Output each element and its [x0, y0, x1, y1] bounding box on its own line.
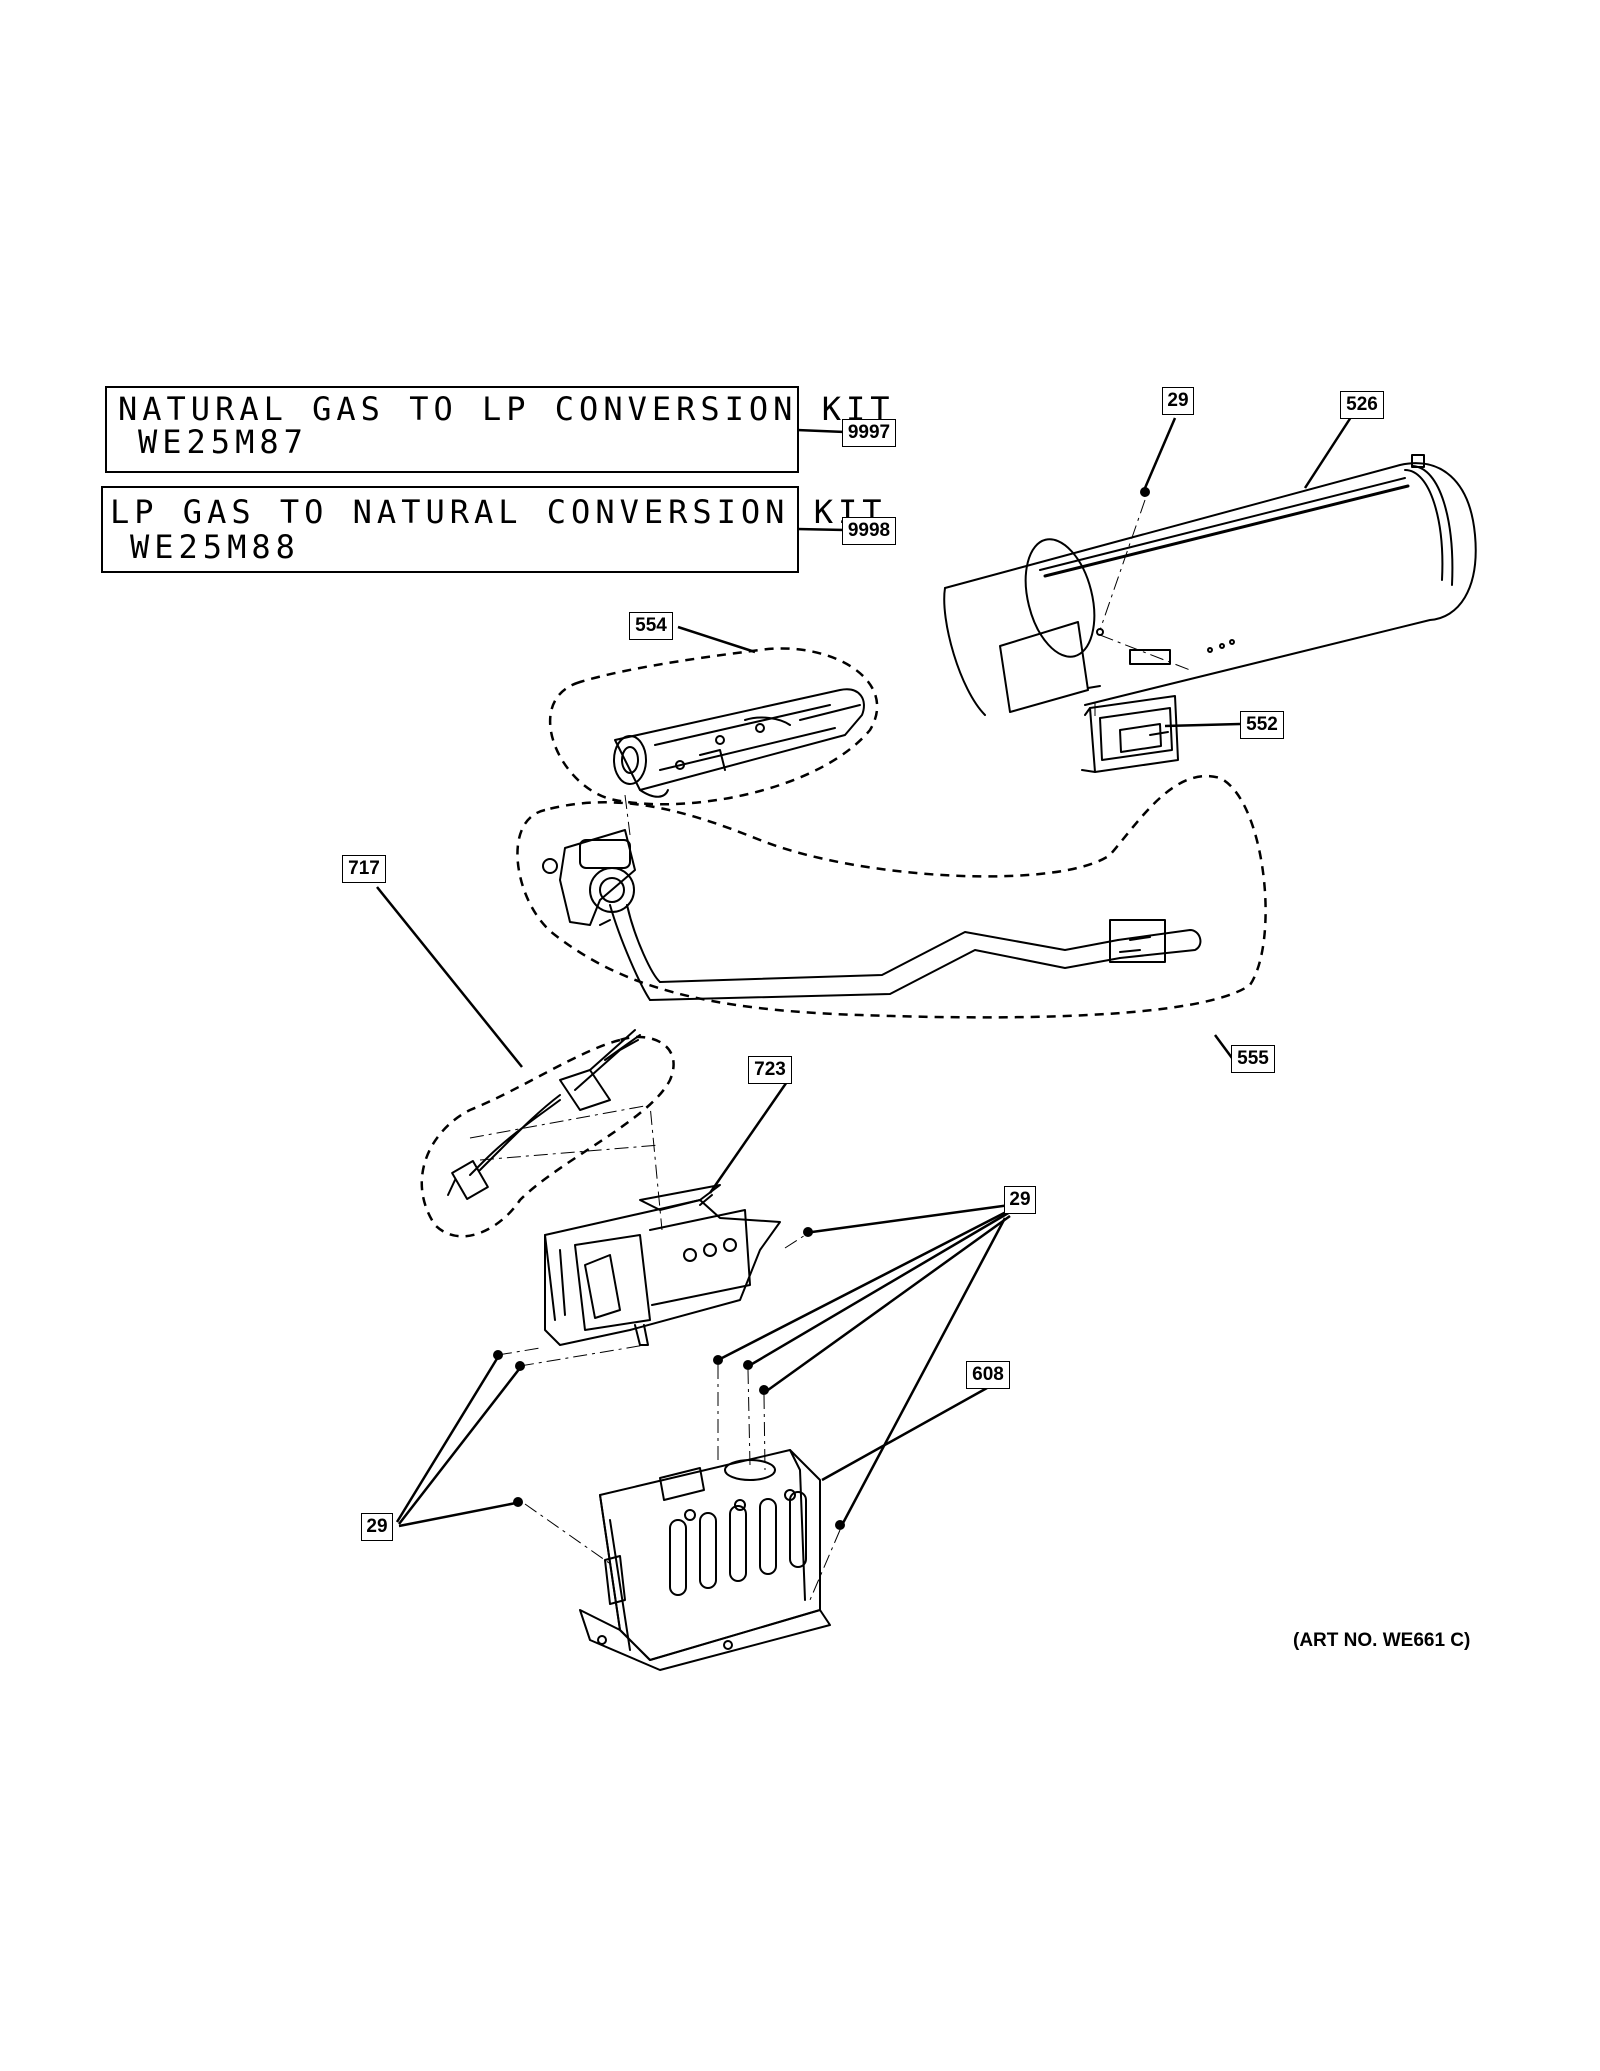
gas-valve-manifold-part-555	[542, 829, 1202, 1001]
bracket-part-552	[1081, 695, 1179, 773]
burner-assembly-part-554	[613, 688, 865, 798]
callout-555: 555	[1231, 1045, 1275, 1073]
callout-29-top: 29	[1162, 387, 1194, 415]
art-number: (ART NO. WE661 C)	[1293, 1630, 1471, 1651]
callout-554: 554	[629, 612, 673, 640]
valve-bracket-part-723	[544, 1184, 781, 1346]
callout-29-left: 29	[361, 1513, 393, 1541]
leader-lines	[376, 413, 1355, 1528]
callout-723: 723	[748, 1056, 792, 1084]
kit-title-natural-to-lp: NATURAL GAS TO LP CONVERSION KIT	[118, 390, 895, 428]
callout-526: 526	[1340, 391, 1384, 419]
kit-title-lp-to-natural: LP GAS TO NATURAL CONVERSION KIT	[110, 493, 887, 531]
callout-552: 552	[1240, 711, 1284, 739]
lower-shield-part-608	[579, 1449, 831, 1671]
burner-tube-part-526	[943, 454, 1477, 716]
kit-boundaries	[420, 647, 1267, 1238]
kit-part-number-we25m87: WE25M87	[138, 423, 308, 461]
kit-box-natural-to-lp	[105, 386, 799, 473]
callout-29-right: 29	[1004, 1186, 1036, 1214]
igniter-part-717	[447, 1029, 641, 1200]
callout-9997: 9997	[842, 419, 896, 447]
kit-part-number-we25m88: WE25M88	[130, 528, 300, 566]
kit-box-lp-to-natural	[101, 486, 799, 573]
callout-717: 717	[342, 855, 386, 883]
screw-markers-part-29	[493, 487, 1150, 1530]
callout-9998: 9998	[842, 517, 896, 545]
callout-608: 608	[966, 1361, 1010, 1389]
alignment-lines	[469, 499, 1191, 1601]
